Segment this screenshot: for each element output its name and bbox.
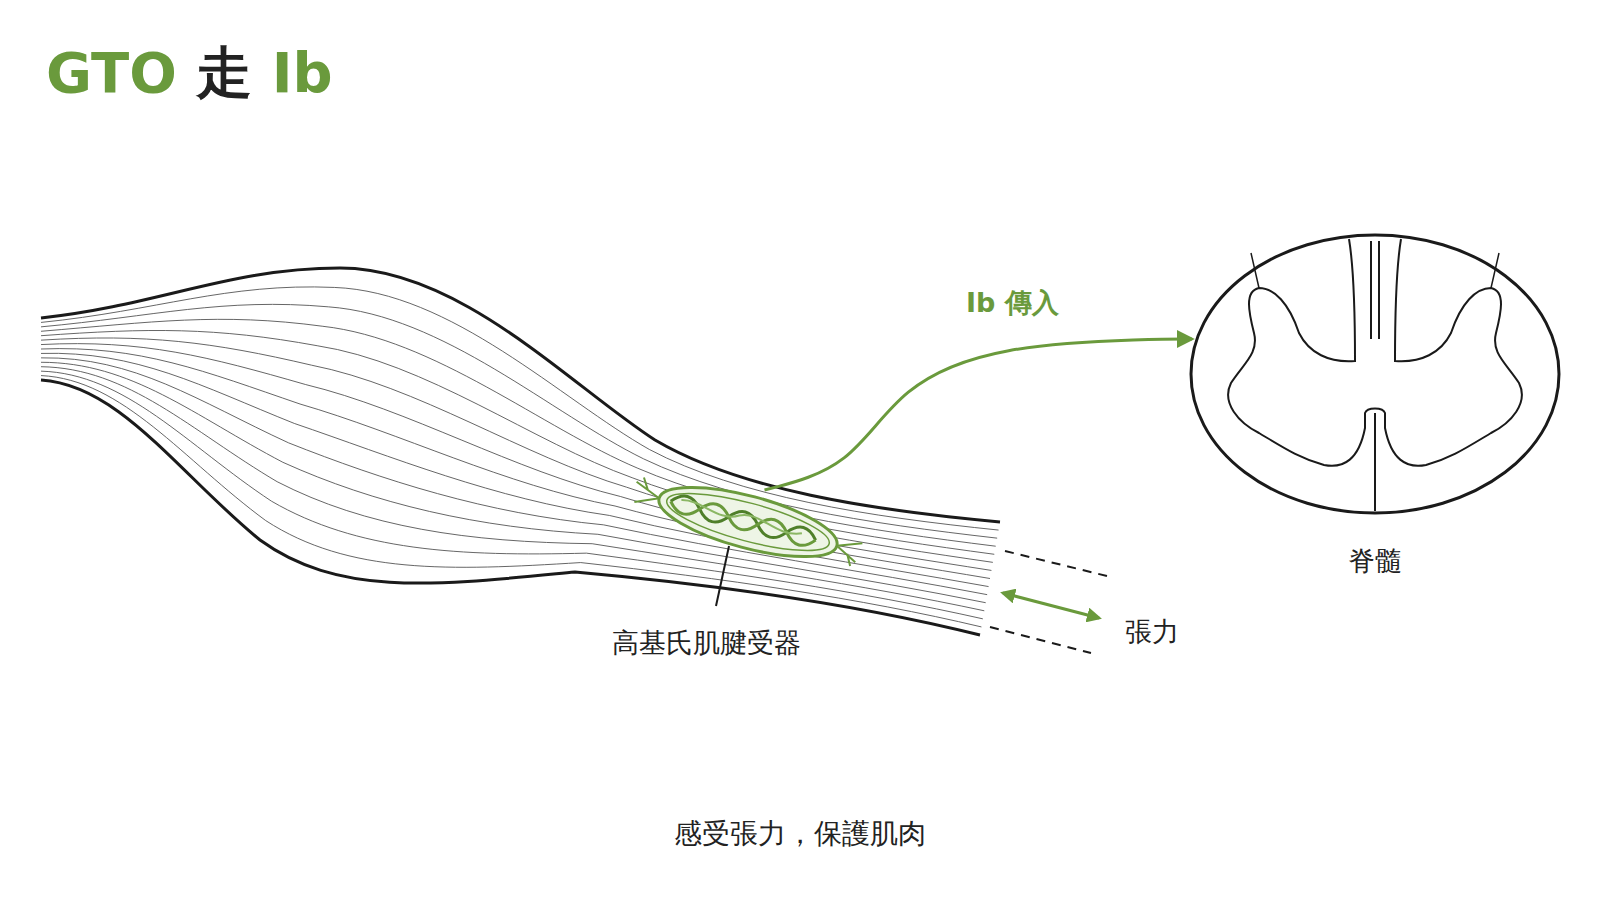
muscle-fiber (41, 287, 999, 530)
title: GTO 走 Ib (46, 36, 333, 112)
muscle-fiber (41, 367, 984, 611)
muscle-fiber (41, 338, 993, 562)
tension-arrow (1003, 593, 1099, 618)
spinal-cord-outline (1189, 233, 1561, 515)
receptor-label: 高基氏肌腱受器 (612, 625, 801, 661)
afferent-connector (765, 339, 1192, 490)
spinal-cord-label: 脊髓 (1348, 543, 1402, 579)
muscle-fiber (41, 362, 986, 602)
golgi-tendon-organ-node: 高基氏肌腱受器 (660, 490, 850, 556)
golgi-tendon-organ (627, 466, 866, 577)
spinal-cord: 脊髓 (1189, 233, 1561, 515)
muscle-fiber (41, 330, 994, 554)
muscle-outline-bottom (41, 380, 980, 635)
muscle-fiber (41, 358, 987, 595)
tendon-dash (1005, 551, 1107, 576)
tension-label: 張力 (1125, 614, 1179, 650)
muscle-fiber (41, 371, 983, 619)
caption: 感受張力，保護肌肉 (674, 815, 926, 853)
tendon-dash (990, 627, 1091, 653)
muscle-fiber (41, 349, 990, 579)
leader-line (716, 546, 729, 606)
muscle-fiber (41, 344, 991, 571)
muscle-outline-top (41, 268, 1000, 522)
edge-label: Ib 傳入 (963, 285, 1062, 321)
